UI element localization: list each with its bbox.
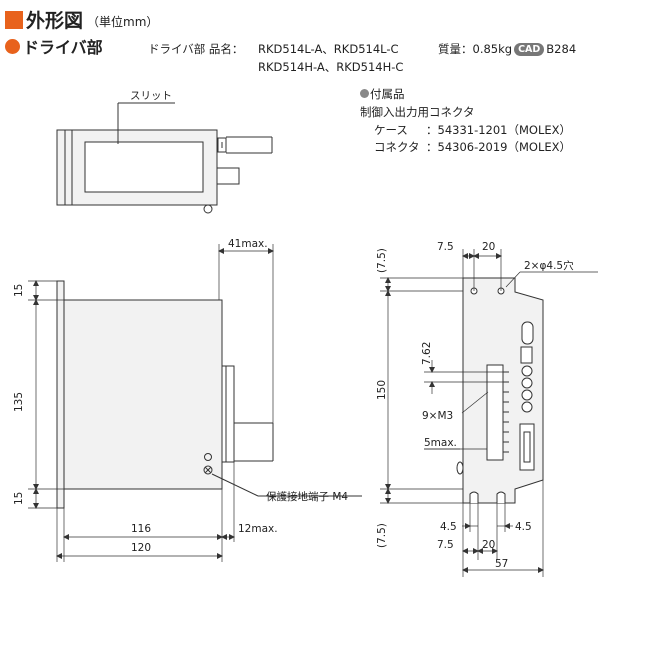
side-view xyxy=(28,244,362,562)
dim-7-5-paren-top: (7.5) xyxy=(376,248,388,273)
led-window xyxy=(521,321,534,345)
unit-label: （単位mm） xyxy=(87,15,159,29)
front-view xyxy=(380,249,598,577)
dim-116: 116 xyxy=(131,523,151,535)
accessories-line1: 制御入出力用コネクタ xyxy=(360,105,475,119)
dim-7-5-bottom: 7.5 xyxy=(437,539,454,551)
dim-41max: 41max. xyxy=(228,238,268,250)
cad-badge[interactable]: CAD xyxy=(514,43,545,56)
switch-1 xyxy=(521,365,533,377)
section-title-row: ドライバ部 xyxy=(5,34,103,58)
dim-150: 150 xyxy=(376,380,388,400)
side-ground-screw xyxy=(456,461,464,475)
accessories-heading: 付属品 xyxy=(360,86,405,102)
top-view xyxy=(56,102,273,214)
page-title-row: 外形図 （単位mm） xyxy=(5,6,158,33)
switch-3 xyxy=(521,389,533,401)
dim-7-5-paren-bottom: (7.5) xyxy=(376,523,388,548)
dim-15-bottom: 15 xyxy=(13,492,25,505)
slit-window xyxy=(84,141,204,193)
ground-terminal-label: 保護接地端子 M4 xyxy=(266,490,348,503)
dim-7-5-top: 7.5 xyxy=(437,241,454,253)
dim-12max: 12max. xyxy=(238,523,278,535)
dim-20-top: 20 xyxy=(482,241,495,253)
io-connector-socket xyxy=(523,431,531,463)
dim-120: 120 xyxy=(131,542,151,554)
mass-label: 質量：0.85kg xyxy=(438,42,513,56)
ground-leader xyxy=(211,473,259,497)
display-window xyxy=(520,346,533,364)
dim-135: 135 xyxy=(13,392,25,412)
switch-2 xyxy=(521,377,533,389)
hole-label: 2×φ4.5穴 xyxy=(524,259,574,272)
section-bullet-icon xyxy=(5,38,20,54)
side-flange xyxy=(56,280,65,509)
dim-15-top: 15 xyxy=(13,284,25,297)
accessories-heading-text: 付属品 xyxy=(370,87,405,101)
side-screw xyxy=(204,453,212,461)
mount-slot-left xyxy=(469,491,479,503)
product-names-line2: RKD514H-A、RKD514H-C xyxy=(258,60,404,74)
dim-57: 57 xyxy=(495,558,508,570)
section-title: ドライバ部 xyxy=(23,38,103,57)
connector-value: ：54306-2019（MOLEX） xyxy=(426,140,572,154)
mount-slot-right xyxy=(496,491,506,503)
page-title: 外形図 xyxy=(26,10,84,32)
dim-20-bottom: 20 xyxy=(482,539,495,551)
product-label: ドライバ部 品名： xyxy=(148,42,244,56)
cad-code: B284 xyxy=(546,42,577,56)
case-label: ケース xyxy=(374,123,408,137)
top-bracket xyxy=(216,167,240,185)
dim-4-5-right: 4.5 xyxy=(515,521,532,533)
side-connector xyxy=(221,365,235,463)
screws-label: 9×M3 xyxy=(422,410,453,422)
ground-terminal-icon xyxy=(203,465,213,475)
title-marker-icon xyxy=(5,10,23,29)
dim-7-62: 7.62 xyxy=(421,342,433,365)
slit-label: スリット xyxy=(130,90,172,102)
terminal-block xyxy=(486,364,504,461)
switch-4 xyxy=(521,401,533,413)
accessory-bullet-icon xyxy=(360,89,369,98)
case-value: ：54331-1201（MOLEX） xyxy=(426,123,572,137)
connector-label: コネクタ xyxy=(374,140,420,154)
product-names-line1: RKD514L-A、RKD514L-C xyxy=(258,42,399,56)
top-screw xyxy=(203,204,213,214)
ground-terminal-mark xyxy=(204,466,212,474)
dim-4-5-left: 4.5 xyxy=(440,521,457,533)
dim-5max: 5max. xyxy=(424,437,457,449)
io-connector xyxy=(519,423,535,471)
side-body xyxy=(63,299,223,490)
